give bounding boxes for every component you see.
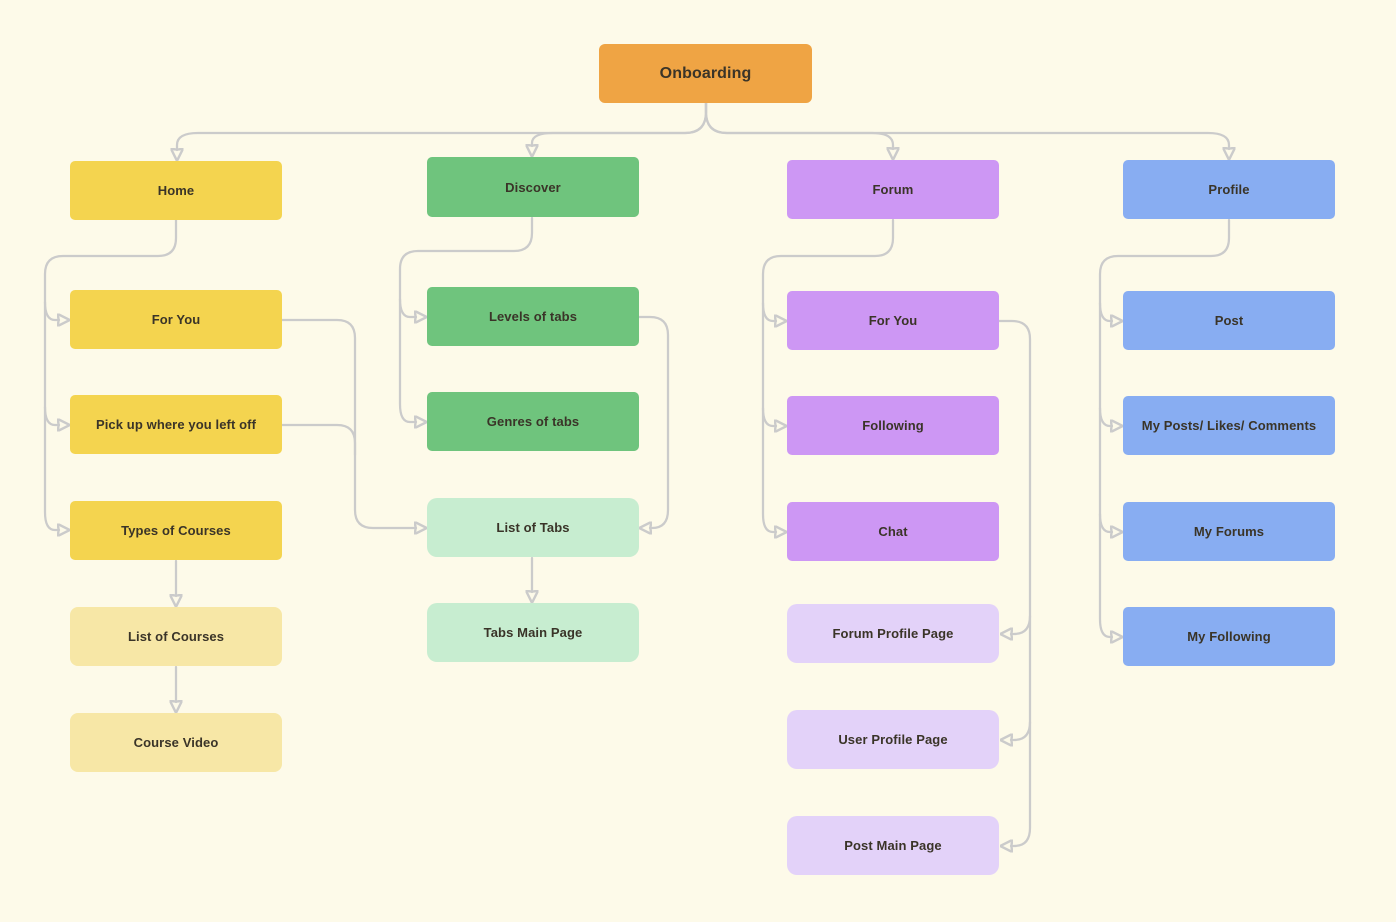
edge-forum-following[interactable] xyxy=(761,406,776,426)
node-pick-up-where-you-left-off[interactable]: Pick up where you left off xyxy=(70,395,282,454)
node-list-of-courses[interactable]: List of Courses xyxy=(70,607,282,666)
edge-profile-my-forums[interactable] xyxy=(1098,512,1112,532)
edge-forum-chat[interactable] xyxy=(761,218,895,532)
node-label: Profile xyxy=(1208,182,1250,197)
node-my-forums[interactable]: My Forums xyxy=(1123,502,1335,561)
node-label: My Forums xyxy=(1193,524,1265,539)
edge-home-for-you[interactable] xyxy=(43,300,59,320)
edge-pick-up-list-of-tabs[interactable] xyxy=(280,423,357,457)
edge-home-pick-up[interactable] xyxy=(43,405,59,425)
node-label: For You xyxy=(151,312,201,327)
node-post[interactable]: Post xyxy=(1123,291,1335,350)
node-course-video[interactable]: Course Video xyxy=(70,713,282,772)
node-label: List of Tabs xyxy=(496,520,570,535)
node-label: Pick up where you left off xyxy=(95,417,257,432)
node-label: Chat xyxy=(878,524,908,539)
node-tabs-main-page[interactable]: Tabs Main Page xyxy=(427,603,639,662)
node-label: Following xyxy=(862,418,924,433)
node-label: Forum xyxy=(872,182,914,197)
node-forum[interactable]: Forum xyxy=(787,160,999,219)
node-onboarding[interactable]: Onboarding xyxy=(599,44,812,103)
node-label: User Profile Page xyxy=(838,732,948,747)
node-chat[interactable]: Chat xyxy=(787,502,999,561)
node-my-following[interactable]: My Following xyxy=(1123,607,1335,666)
edge-forum-for-you-forum-profile-page[interactable] xyxy=(1011,614,1032,634)
node-label: Forum Profile Page xyxy=(832,626,954,641)
edge-home-types-of-courses[interactable] xyxy=(43,218,178,530)
edge-profile-my-following[interactable] xyxy=(1098,218,1231,637)
edge-forum-for-you-post-main-page[interactable] xyxy=(997,319,1032,846)
node-label: Tabs Main Page xyxy=(483,625,583,640)
node-label: My Posts/ Likes/ Comments xyxy=(1141,418,1317,433)
edge-forum-for-you[interactable] xyxy=(761,301,776,321)
node-types-of-courses[interactable]: Types of Courses xyxy=(70,501,282,560)
node-discover[interactable]: Discover xyxy=(427,157,639,217)
node-following[interactable]: Following xyxy=(787,396,999,455)
node-genres-of-tabs[interactable]: Genres of tabs xyxy=(427,392,639,451)
node-label: Types of Courses xyxy=(121,523,231,538)
edge-levels-list-of-tabs[interactable] xyxy=(637,315,670,528)
node-forum-for-you[interactable]: For You xyxy=(787,291,999,350)
node-label: Onboarding xyxy=(659,64,752,82)
node-label: Levels of tabs xyxy=(488,309,578,324)
node-label: Discover xyxy=(505,179,561,195)
edge-onboarding-profile[interactable] xyxy=(704,101,1229,149)
node-home[interactable]: Home xyxy=(70,161,282,220)
node-my-posts-likes-comments[interactable]: My Posts/ Likes/ Comments xyxy=(1123,396,1335,455)
node-forum-profile-page[interactable]: Forum Profile Page xyxy=(787,604,999,663)
node-list-of-tabs[interactable]: List of Tabs xyxy=(427,498,639,557)
edge-profile-post[interactable] xyxy=(1098,301,1112,321)
node-label: Genres of tabs xyxy=(486,414,580,429)
node-label: Home xyxy=(157,183,195,198)
node-levels-of-tabs[interactable]: Levels of tabs xyxy=(427,287,639,346)
edge-discover-genres-of-tabs[interactable] xyxy=(398,216,534,422)
node-label: Post xyxy=(1214,313,1244,328)
node-post-main-page[interactable]: Post Main Page xyxy=(787,816,999,875)
node-label: Post Main Page xyxy=(844,838,942,853)
node-home-for-you[interactable]: For You xyxy=(70,290,282,349)
edge-onboarding-forum[interactable] xyxy=(704,101,893,149)
edge-discover-levels-of-tabs[interactable] xyxy=(398,297,416,317)
edge-for-you-list-of-tabs[interactable] xyxy=(280,318,416,528)
node-label: List of Courses xyxy=(127,629,225,644)
edge-onboarding-discover[interactable] xyxy=(532,101,708,146)
edge-onboarding-home[interactable] xyxy=(177,101,708,150)
node-user-profile-page[interactable]: User Profile Page xyxy=(787,710,999,769)
node-label: For You xyxy=(868,313,918,328)
edge-profile-my-posts[interactable] xyxy=(1098,406,1112,426)
node-label: My Following xyxy=(1187,629,1271,644)
node-profile[interactable]: Profile xyxy=(1123,160,1335,219)
edge-forum-for-you-user-profile-page[interactable] xyxy=(1011,720,1032,740)
node-label: Course Video xyxy=(133,735,219,750)
